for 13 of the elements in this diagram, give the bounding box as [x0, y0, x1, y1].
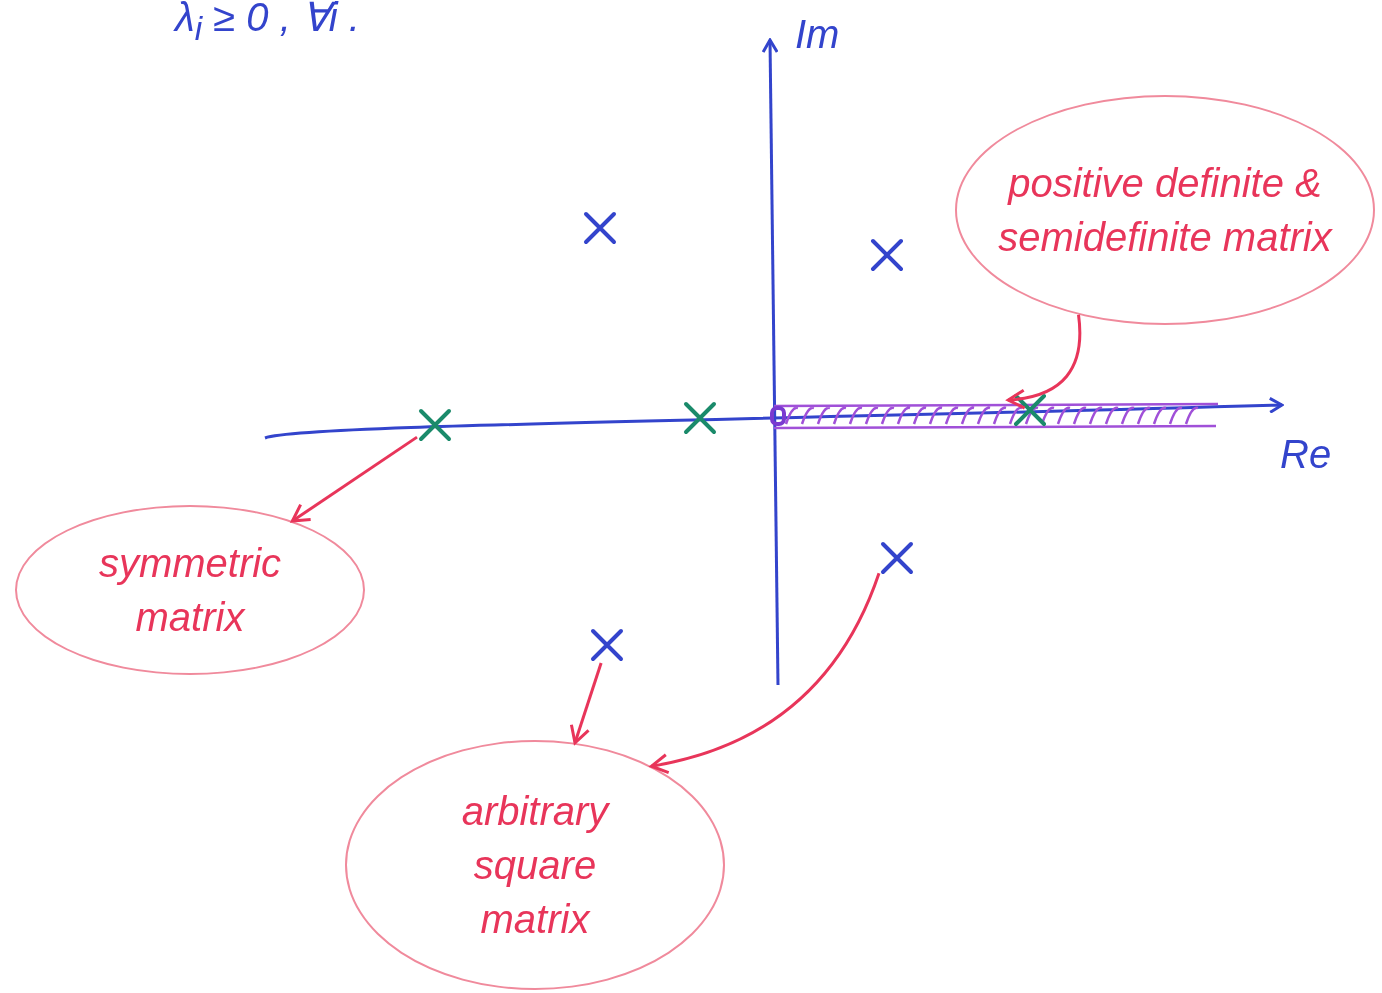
- callout-ellipse: [15, 505, 365, 675]
- leader-arrow: [290, 435, 418, 523]
- callout-text: positive definite & semidefinite matrix: [997, 160, 1334, 261]
- leader-arrow: [1006, 314, 1082, 409]
- callout-text: arbitrary square matrix: [460, 788, 611, 943]
- leader-arrow: [569, 662, 603, 745]
- formula-text: λ$_{i}$ ≥ 0 , ∀i .: [175, 0, 360, 48]
- callout-ellipse: [345, 740, 725, 990]
- axis-label: Re: [1280, 432, 1332, 477]
- callout-ellipse: [955, 95, 1375, 325]
- callout-text: symmetric matrix: [97, 540, 283, 641]
- leader-arrow: [649, 572, 881, 774]
- axis-label: Im: [795, 12, 840, 57]
